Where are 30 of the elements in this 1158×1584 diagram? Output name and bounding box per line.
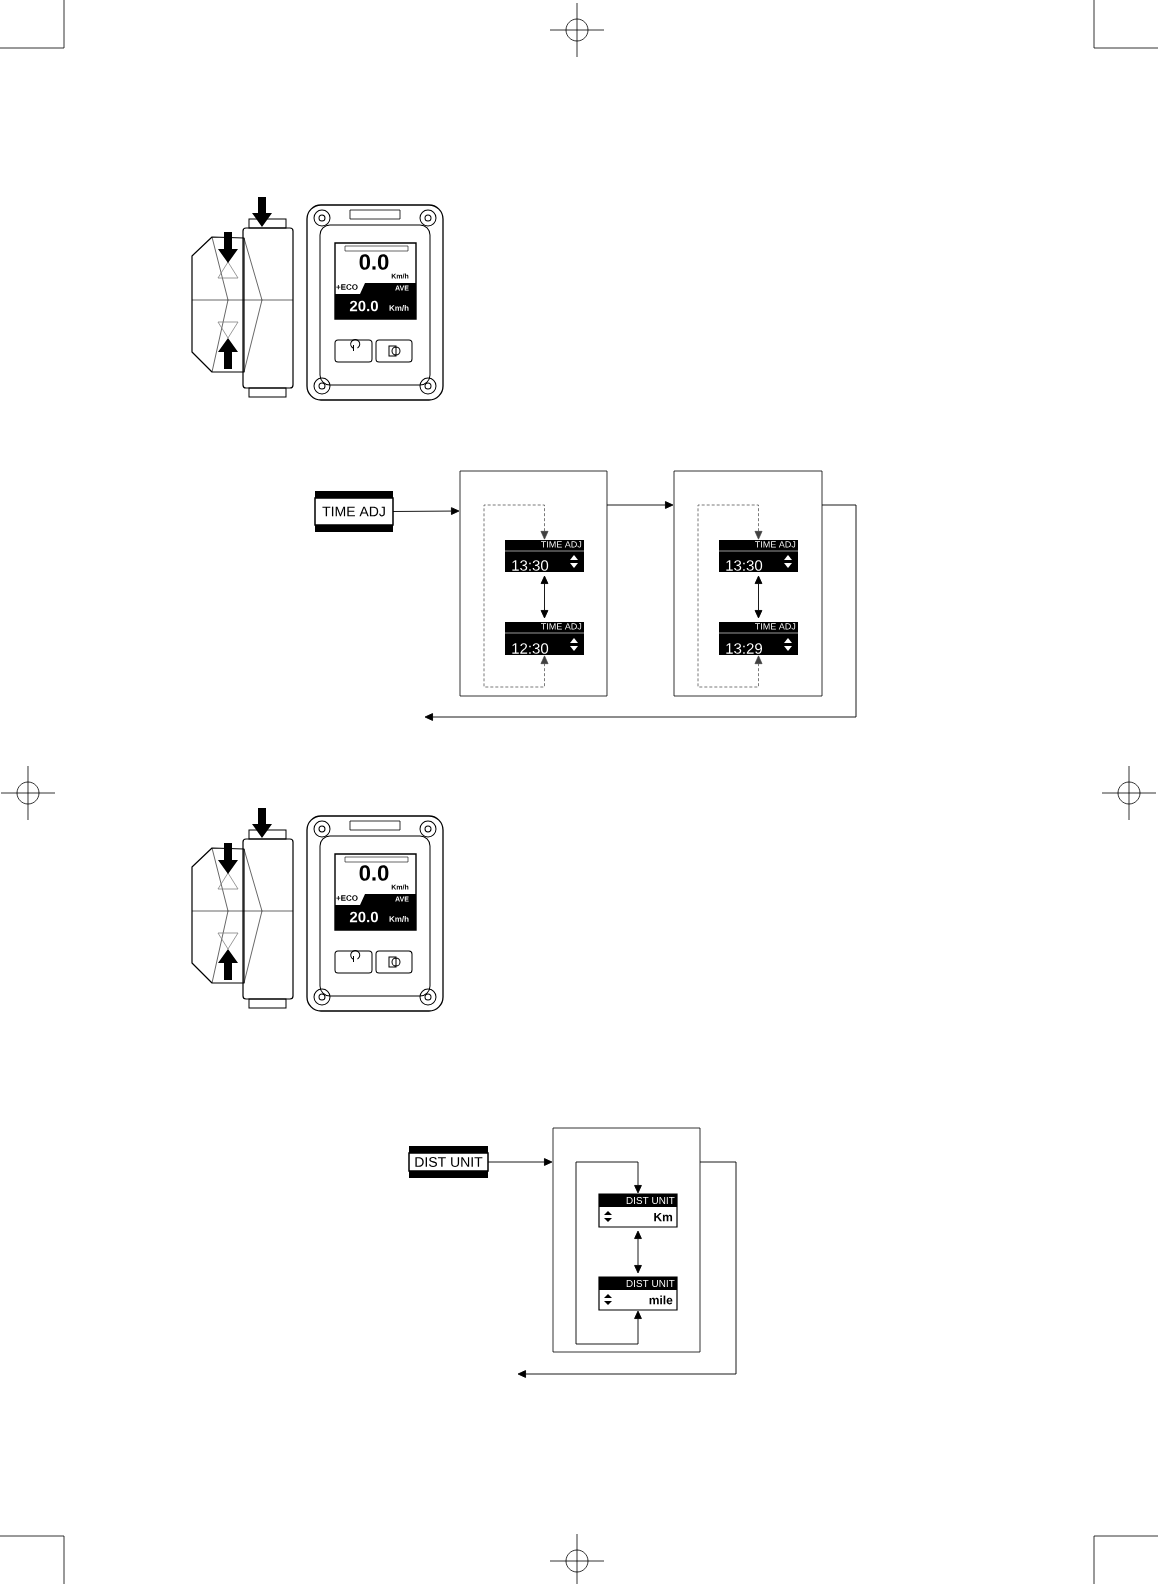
display-text: 20.0 (349, 300, 378, 312)
menu-screen: DIST UNIT (408, 1146, 489, 1178)
arrow (697, 504, 763, 688)
display-text: 20.0 (349, 911, 378, 923)
menu-screen: TIME ADJ (314, 491, 394, 532)
arrow (392, 507, 460, 515)
display-text: 0.0 (359, 254, 389, 270)
display-screen: TIME ADJ 13:29 (718, 622, 799, 655)
display-screen: DIST UNIT mile (598, 1276, 678, 1311)
arrow (634, 1230, 642, 1274)
display-text: Km/h (389, 916, 409, 922)
arrow (483, 504, 549, 688)
display-screen: TIME ADJ 13:30 (504, 540, 585, 572)
arrow (424, 504, 857, 721)
display-screen: DIST UNIT Km (598, 1193, 678, 1228)
step-frame (673, 470, 823, 697)
step-frame (552, 1127, 701, 1353)
display-text: Km/h (389, 305, 409, 311)
arrow (487, 1158, 553, 1166)
display-screen: TIME ADJ 13:30 (718, 540, 799, 572)
arrow (517, 1161, 737, 1378)
arrow (754, 575, 763, 619)
display-text: 0.0 (359, 865, 389, 881)
display-screen: TIME ADJ 12:30 (504, 622, 585, 655)
arrow (606, 501, 674, 509)
arrow (540, 575, 549, 619)
display-text: +ECO (336, 895, 358, 901)
display-text: +ECO (336, 284, 358, 290)
arrow (575, 1161, 642, 1345)
step-frame (459, 470, 608, 697)
